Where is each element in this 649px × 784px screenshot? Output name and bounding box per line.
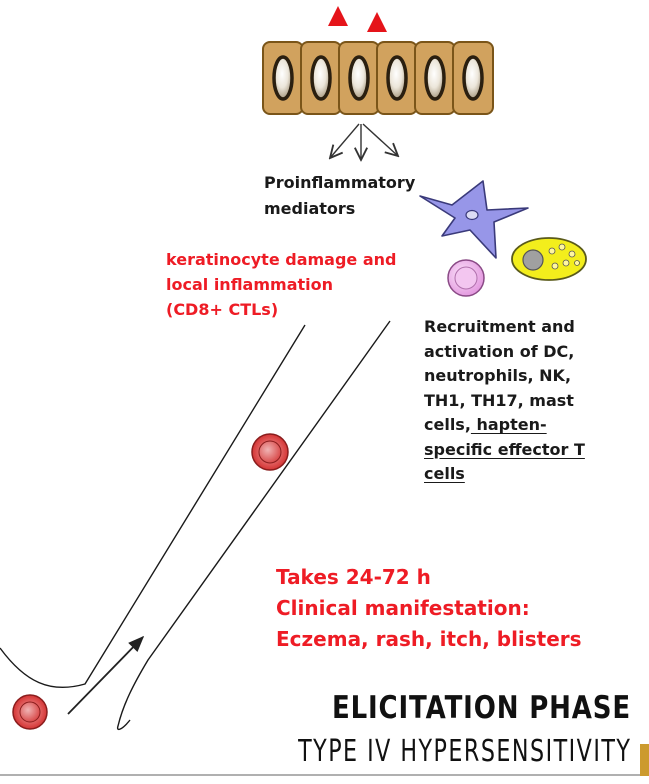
clinical-duration: Takes 24-72 h	[276, 565, 431, 589]
dendritic-cell	[419, 180, 529, 259]
arrow-left	[330, 123, 360, 158]
flow-arrow	[67, 635, 145, 715]
mast-cell-granule	[558, 243, 566, 251]
corner-accent	[640, 744, 649, 776]
hapten-triangle-left	[328, 6, 348, 26]
clinical-info: Takes 24-72 h Clinical manifestation: Ec…	[276, 562, 646, 655]
mast-cell-granule	[562, 259, 570, 267]
arrow-right	[362, 123, 398, 156]
clinical-heading: Clinical manifestation:	[276, 596, 530, 620]
mediators-label-line-2: mediators	[264, 199, 356, 218]
mast-cell-granule	[574, 260, 580, 266]
red-blood-cell-lower	[12, 694, 48, 730]
dendritic-cell-nucleus	[465, 209, 479, 221]
recruitment-line-2: activation of DC,	[424, 341, 575, 361]
phase-title: ELICITATION PHASE	[331, 690, 631, 726]
damage-label: keratinocyte damage and local inflammati…	[166, 247, 416, 322]
phase-subtitle: TYPE IV HYPERSENSITIVITY	[297, 734, 631, 769]
mast-cell-granule	[568, 250, 576, 258]
recruitment-line-5: cells, hapten-	[424, 413, 639, 438]
keratinocyte-nucleus	[424, 55, 446, 101]
recruitment-label: Recruitment and activation of DC, neutro…	[424, 315, 639, 487]
keratinocyte-layer	[262, 41, 494, 115]
mediator-release-arrows	[330, 123, 398, 160]
recruitment-line-1: Recruitment and	[424, 317, 575, 336]
keratinocyte-nucleus	[348, 55, 370, 101]
recruitment-line-4: TH1, TH17, mast	[424, 390, 574, 410]
vessel-inner-wall	[116, 320, 391, 731]
recruitment-line-5-plain: cells,	[424, 415, 471, 434]
lymphocyte-nucleus	[454, 266, 478, 290]
mediators-label: Proinflammatory mediators	[264, 170, 434, 222]
damage-label-line-1: keratinocyte damage and	[166, 250, 397, 269]
recruitment-line-5-underlined: hapten-	[470, 415, 547, 434]
keratinocyte-nucleus	[462, 55, 484, 101]
blood-vessel	[0, 320, 391, 731]
hapten-triangle-right	[367, 12, 387, 32]
recruitment-line-7: cells	[424, 464, 465, 483]
keratinocyte-nucleus	[386, 55, 408, 101]
keratinocyte-nucleus	[272, 55, 294, 101]
damage-label-line-3: (CD8+ CTLs)	[166, 300, 279, 319]
mast-cell	[511, 237, 587, 281]
recruitment-line-3: neutrophils, NK,	[424, 366, 572, 385]
vessel-outer-wall	[0, 324, 306, 688]
damage-label-line-2: local inflammation	[166, 275, 333, 294]
mast-cell-nucleus	[522, 249, 544, 271]
footer-rule	[0, 774, 649, 776]
mast-cell-granule	[548, 247, 556, 255]
recruitment-line-6: specific effector T	[424, 439, 585, 459]
red-blood-cell-upper	[251, 433, 289, 471]
mediators-label-line-1: Proinflammatory	[264, 173, 416, 192]
keratinocyte-nucleus	[310, 55, 332, 101]
clinical-symptoms: Eczema, rash, itch, blisters	[276, 627, 582, 651]
mast-cell-granule	[551, 262, 559, 270]
lymphocyte	[447, 259, 485, 297]
